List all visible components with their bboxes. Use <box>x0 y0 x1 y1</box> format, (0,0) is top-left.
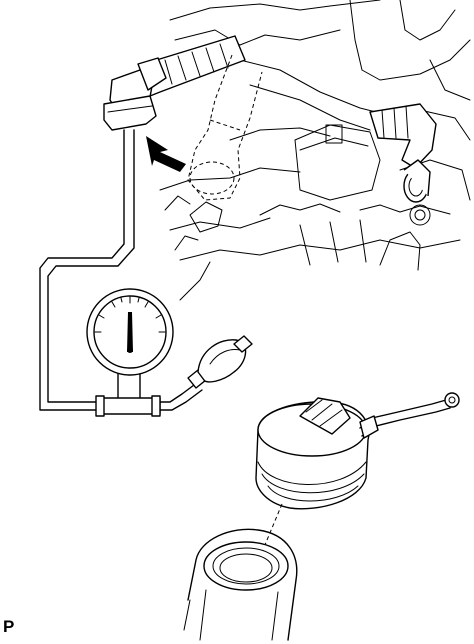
engine-compartment-background <box>159 0 471 301</box>
test-tube-line <box>39 129 203 411</box>
vent-hose <box>137 35 437 203</box>
hose-connector-elbow <box>103 57 167 131</box>
pressure-gauge <box>86 288 174 417</box>
hand-pump-bulb <box>187 335 253 389</box>
hidden-hose-outline <box>187 54 263 201</box>
gauge-scale-ticks <box>94 296 166 333</box>
arrow-icon <box>146 136 186 172</box>
figure-corner-label: P <box>3 617 15 636</box>
fuel-filler-neck <box>183 528 298 641</box>
gauge-needle <box>127 312 133 352</box>
fuel-tank-cap <box>255 392 460 510</box>
